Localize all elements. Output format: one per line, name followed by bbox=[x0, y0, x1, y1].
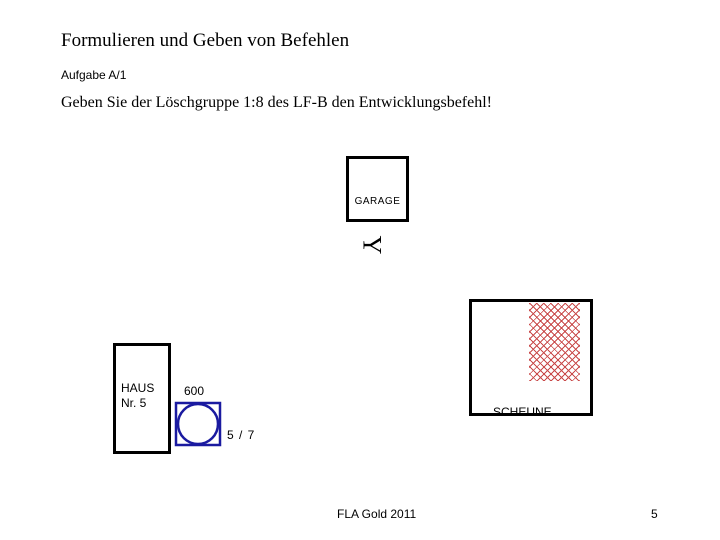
hydrant-circle bbox=[176, 402, 220, 446]
haus-building bbox=[113, 343, 171, 454]
vehicle-y-icon: Y bbox=[357, 232, 386, 258]
footer-text: FLA Gold 2011 bbox=[337, 507, 417, 521]
haus-label-line2: Nr. 5 bbox=[121, 396, 147, 410]
page-number: 5 bbox=[651, 507, 658, 521]
scheune-label: SCHEUNE bbox=[493, 405, 552, 419]
haus-label-line1: HAUS bbox=[121, 381, 155, 395]
instruction-text: Geben Sie der Löschgruppe 1:8 des LF-B d… bbox=[61, 94, 493, 111]
garage-building bbox=[346, 156, 409, 222]
task-label: Aufgabe A/1 bbox=[61, 68, 127, 82]
vehicle-symbol: Y bbox=[357, 235, 387, 255]
hydrant-label: 5 / 7 bbox=[227, 428, 256, 442]
fire-area-hatch bbox=[529, 303, 580, 381]
hydrant-icon bbox=[174, 401, 222, 447]
garage-label: GARAGE bbox=[354, 196, 401, 207]
pressure-label: 600 bbox=[184, 384, 205, 398]
haus-label: HAUS Nr. 5 bbox=[121, 381, 154, 411]
slide-title: Formulieren und Geben von Befehlen bbox=[61, 30, 350, 51]
